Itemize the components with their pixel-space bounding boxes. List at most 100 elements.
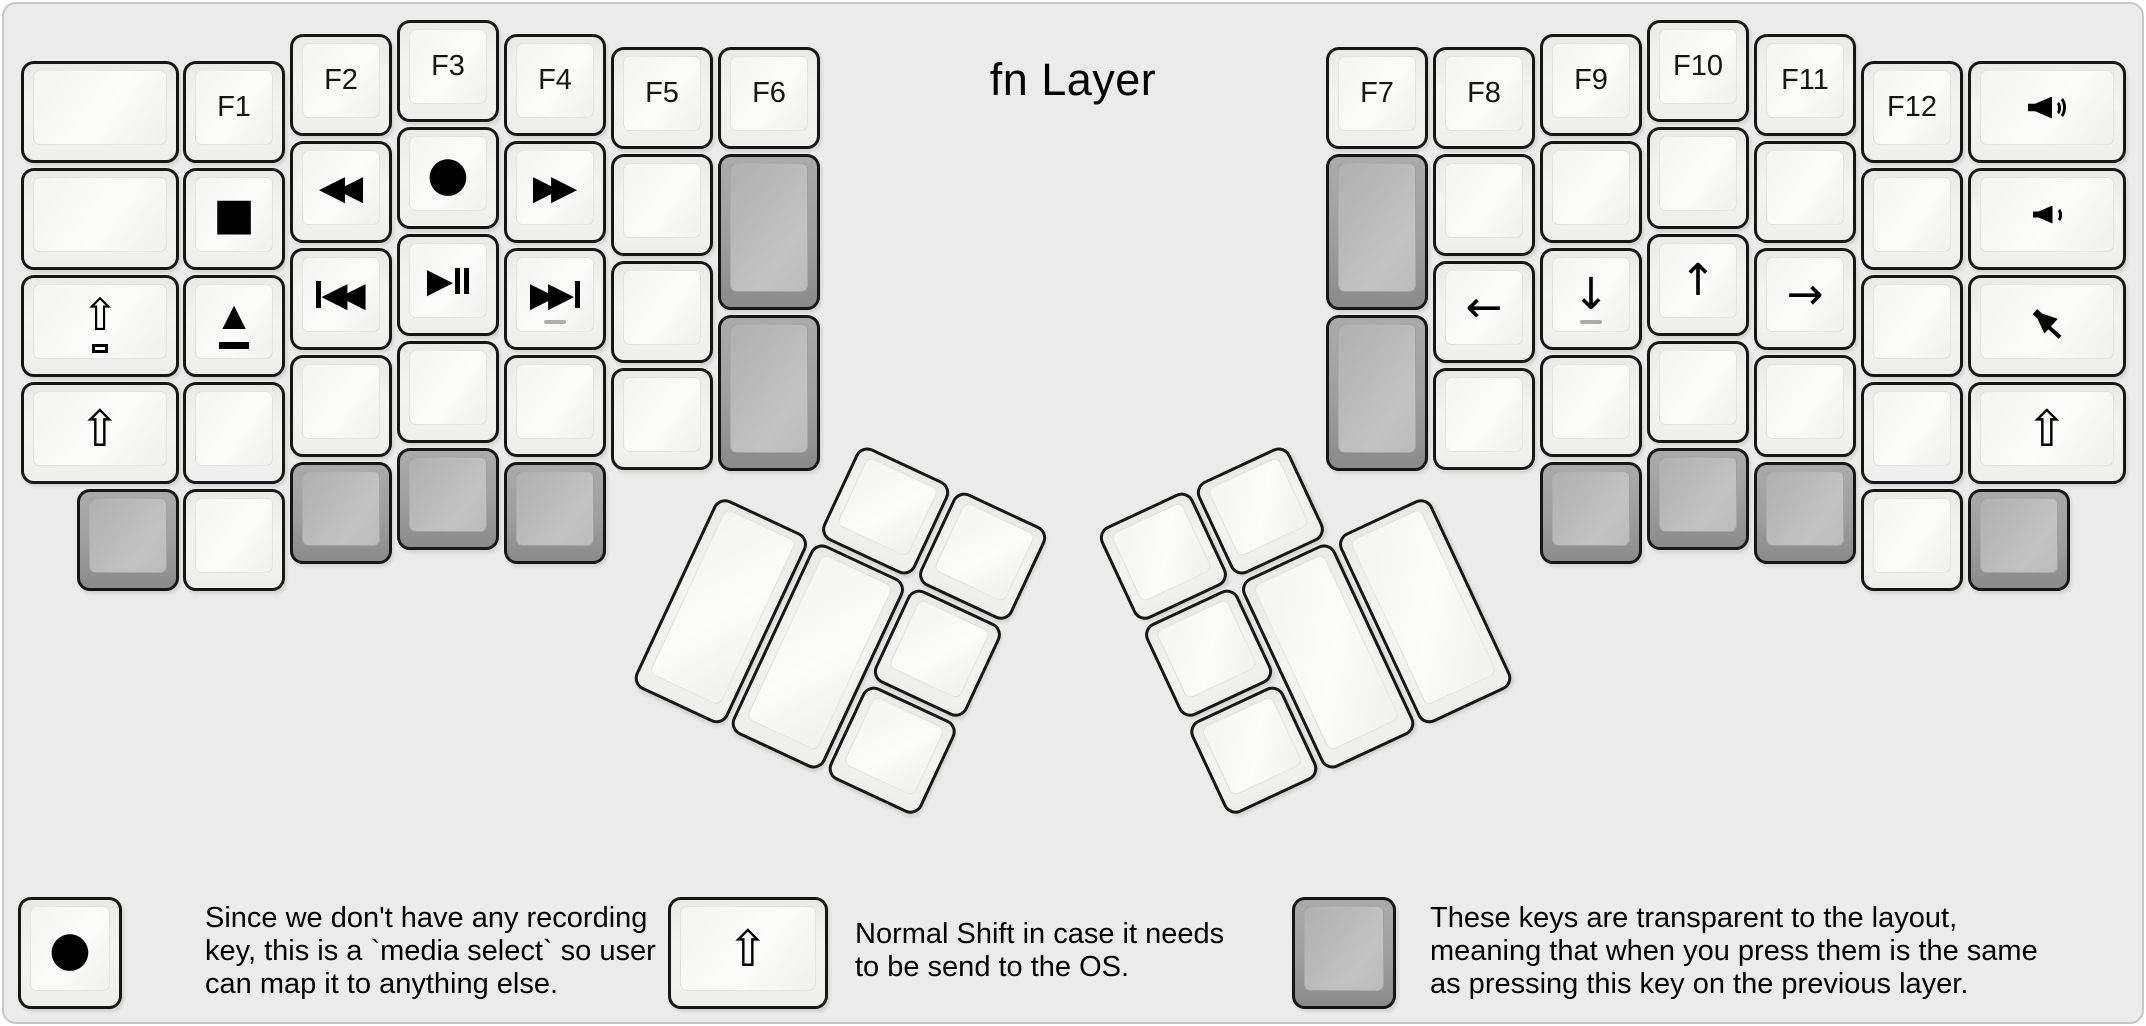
keycap-face — [89, 498, 167, 573]
glyph-char: ◀ — [337, 167, 364, 208]
glyph-char: ◀ — [321, 274, 348, 315]
layer-title: fn Layer — [989, 54, 1157, 105]
keycap-face: F5 — [623, 56, 701, 131]
volume-mute-icon — [2029, 306, 2065, 338]
keycap-face — [33, 177, 167, 252]
glyph-char: ← — [1465, 281, 1503, 333]
arrow-right-icon: → — [1787, 272, 1824, 317]
keycap-face — [1207, 456, 1310, 558]
key-volume-up — [1968, 61, 2126, 163]
keycap-face: ⇧ — [680, 906, 816, 991]
fast-forward-icon: ▶▶ — [533, 171, 577, 205]
keycap-face — [1766, 150, 1844, 225]
key-transparent — [1540, 462, 1642, 564]
shift-icon: ⇧ — [2026, 404, 2068, 454]
key-f12: F12 — [1861, 61, 1963, 163]
keycap-face — [302, 364, 380, 439]
key-blank — [183, 382, 285, 484]
keycap-face — [1873, 177, 1951, 252]
keycap-face — [409, 350, 487, 425]
keycap-face — [1445, 377, 1523, 452]
keycap-face — [1304, 906, 1384, 991]
record-icon: ● — [49, 925, 91, 973]
key-label: F9 — [1574, 64, 1608, 96]
keycap-face — [1445, 163, 1523, 238]
legend-text-line: Since we don't have any recording — [205, 901, 648, 934]
key-fast-forward: ▶▶ — [504, 141, 606, 243]
key-f8: F8 — [1433, 47, 1535, 149]
key-blank — [1647, 341, 1749, 443]
key-transparent — [1647, 448, 1749, 550]
key-f6: F6 — [718, 47, 820, 149]
caps-shift-icon: ⇧ — [81, 290, 119, 353]
key-blank — [1647, 127, 1749, 229]
key-label: F8 — [1467, 77, 1501, 109]
keycap-face — [1155, 598, 1258, 700]
shift-icon: ⇧ — [79, 404, 121, 454]
key-label: F12 — [1887, 91, 1937, 123]
homing-bar — [1580, 320, 1602, 324]
key-f11: F11 — [1754, 34, 1856, 136]
keycap-face — [1200, 695, 1304, 797]
key-blank — [1754, 141, 1856, 243]
shift-icon: ⇧ — [727, 924, 769, 974]
key-f4: F4 — [504, 34, 606, 136]
glyph-char: ⇧ — [727, 919, 769, 978]
key-blank — [290, 355, 392, 457]
key-shift: ⇧ — [21, 382, 179, 484]
volume-down-icon — [2032, 205, 2062, 224]
glyph-char: ⇧ — [81, 291, 119, 340]
key-f2: F2 — [290, 34, 392, 136]
keycap-face: ⇧ — [33, 284, 167, 359]
keycap-face: ▶▶ — [516, 150, 594, 225]
keycap-face — [1552, 471, 1630, 546]
key-blank — [1861, 489, 1963, 591]
key-label: F1 — [217, 91, 251, 123]
glyph-char: ▲ — [214, 294, 254, 338]
keycap-face: ⇧ — [33, 391, 167, 466]
keycap-face: ■ — [195, 177, 273, 252]
glyph-char: ↓ — [1572, 268, 1610, 320]
keycap-face — [195, 498, 273, 573]
keycap-face — [1980, 284, 2114, 359]
record-icon: ● — [427, 150, 469, 198]
key-mute — [1968, 275, 2126, 377]
key-blank — [21, 61, 179, 163]
prev-track-icon: ◀◀ — [316, 274, 366, 315]
keycap-face — [730, 163, 808, 292]
speaker-body — [2032, 205, 2053, 224]
key-arrow-left: ← — [1433, 261, 1535, 363]
key-eject: ▲ — [183, 275, 285, 377]
keycap-face: F9 — [1552, 43, 1630, 118]
keycap-face: ← — [1445, 270, 1523, 345]
key-label: F10 — [1673, 50, 1723, 82]
keycap-face — [33, 70, 167, 145]
keycap-face — [516, 471, 594, 546]
keycap-face — [1980, 177, 2114, 252]
keycap-face — [1659, 350, 1737, 425]
keycap-face — [1980, 70, 2114, 145]
key-transparent — [1326, 315, 1428, 471]
legend-text-line: key, this is a `media select` so user — [205, 934, 656, 967]
keycap-face — [1338, 324, 1416, 453]
key-volume-down — [1968, 168, 2126, 270]
key-label: F3 — [431, 50, 465, 82]
legend-text-line: can map it to anything else. — [205, 967, 559, 1000]
keycap-face — [516, 364, 594, 439]
keycap-face: F1 — [195, 70, 273, 145]
key-blank — [21, 168, 179, 270]
rewind-icon: ◀◀ — [319, 171, 363, 205]
keycap-face — [842, 695, 946, 797]
next-track-icon: ▶▶ — [530, 278, 581, 312]
keycap-face: ↓ — [1552, 257, 1630, 332]
keycap-face — [1766, 364, 1844, 439]
stop-icon: ■ — [213, 192, 255, 237]
keycap-face — [1552, 364, 1630, 439]
pause-bar — [455, 267, 461, 294]
keycap-face — [888, 598, 991, 700]
legend-key-transparent — [1292, 897, 1396, 1009]
legend-text-line: meaning that when you press them is the … — [1430, 934, 2038, 967]
key-label: F7 — [1360, 77, 1394, 109]
